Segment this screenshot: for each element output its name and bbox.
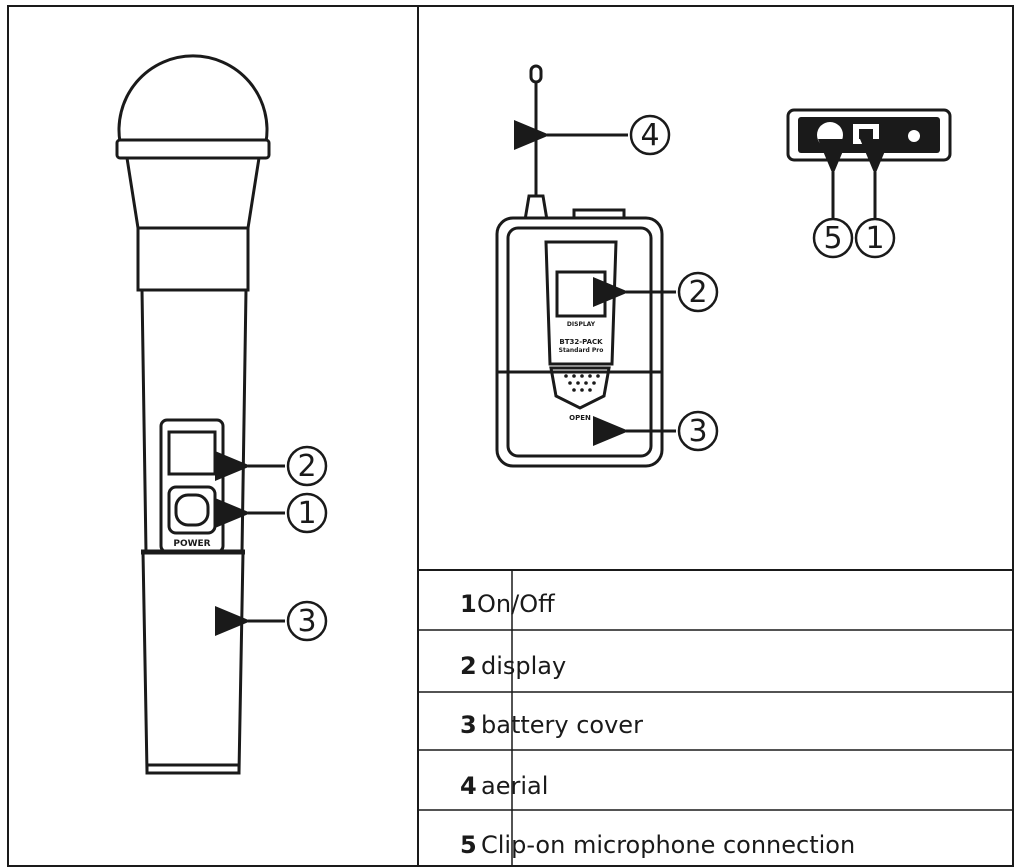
bodypack-antenna-base	[523, 194, 549, 222]
svg-text:1: 1	[865, 221, 884, 256]
svg-text:4: 4	[640, 118, 659, 153]
handheld-microphone	[115, 54, 271, 775]
svg-text:2: 2	[297, 449, 316, 484]
legend-row: 3 battery cover	[460, 711, 643, 739]
bodypack-display-label: DISPLAY	[567, 321, 596, 328]
svg-text:1: 1	[297, 496, 316, 531]
top-view-callout-5: 5	[812, 217, 854, 259]
bodypack-antenna-tip	[529, 64, 543, 84]
legend-text: display	[481, 652, 566, 680]
legend-number: 1	[460, 590, 477, 618]
top-view-callout-1: 1	[854, 217, 896, 259]
bodypack-model-label: BT32-PACK	[559, 338, 603, 346]
mic-battery-handle	[141, 550, 245, 774]
status-led	[908, 130, 920, 142]
bodypack-model-sub: Standard Pro	[559, 347, 604, 354]
mic-neck	[125, 156, 261, 230]
legend-row: 1 On/Off	[460, 590, 555, 618]
svg-text:3: 3	[688, 414, 707, 449]
mic-power-label: POWER	[173, 539, 210, 549]
legend-number: 3	[460, 711, 477, 739]
mic-display-window	[167, 430, 217, 476]
top-view-arrows	[818, 139, 890, 218]
legend-text: aerial	[481, 772, 548, 800]
bodypack-top-view	[786, 108, 952, 162]
legend-row: 5 Clip-on microphone connection	[460, 831, 855, 859]
mic-jack-socket	[817, 122, 843, 148]
mic-grille-ring	[115, 138, 271, 160]
legend-text: battery cover	[481, 711, 643, 739]
mic-power-button-inner	[174, 493, 210, 527]
legend-number: 4	[460, 772, 477, 800]
bodypack-callout-4: 4	[629, 114, 671, 156]
legend-number: 5	[460, 831, 477, 859]
legend-row: 4 aerial	[460, 772, 548, 800]
mic-base	[145, 763, 241, 775]
bodypack-transmitter	[495, 64, 664, 468]
bodypack-grip	[549, 366, 611, 410]
legend-row: 2 display	[460, 652, 566, 680]
bodypack-arrows	[514, 120, 676, 446]
bodypack-grip-dots	[564, 374, 600, 392]
legend-text: On/Off	[477, 590, 555, 618]
handheld-arrows	[215, 451, 285, 636]
handheld-callout-3: 3	[286, 600, 328, 642]
handheld-callout-2: 2	[286, 445, 328, 487]
bodypack-callout-2: 2	[677, 271, 719, 313]
mic-grille	[117, 54, 269, 144]
bodypack-front-panel	[544, 240, 618, 366]
legend-text: Clip-on microphone connection	[481, 831, 855, 859]
bodypack-callout-3: 3	[677, 410, 719, 452]
bodypack-open-label: OPEN	[569, 414, 591, 422]
svg-text:3: 3	[297, 604, 316, 639]
legend-table-grid	[418, 570, 1013, 866]
handheld-callout-1: 1	[286, 492, 328, 534]
svg-text:2: 2	[688, 275, 707, 310]
svg-text:5: 5	[823, 221, 842, 256]
legend-number: 2	[460, 652, 477, 680]
figure-frame	[7, 5, 1014, 867]
mic-collar	[136, 226, 250, 292]
bodypack-display-window	[555, 270, 607, 318]
